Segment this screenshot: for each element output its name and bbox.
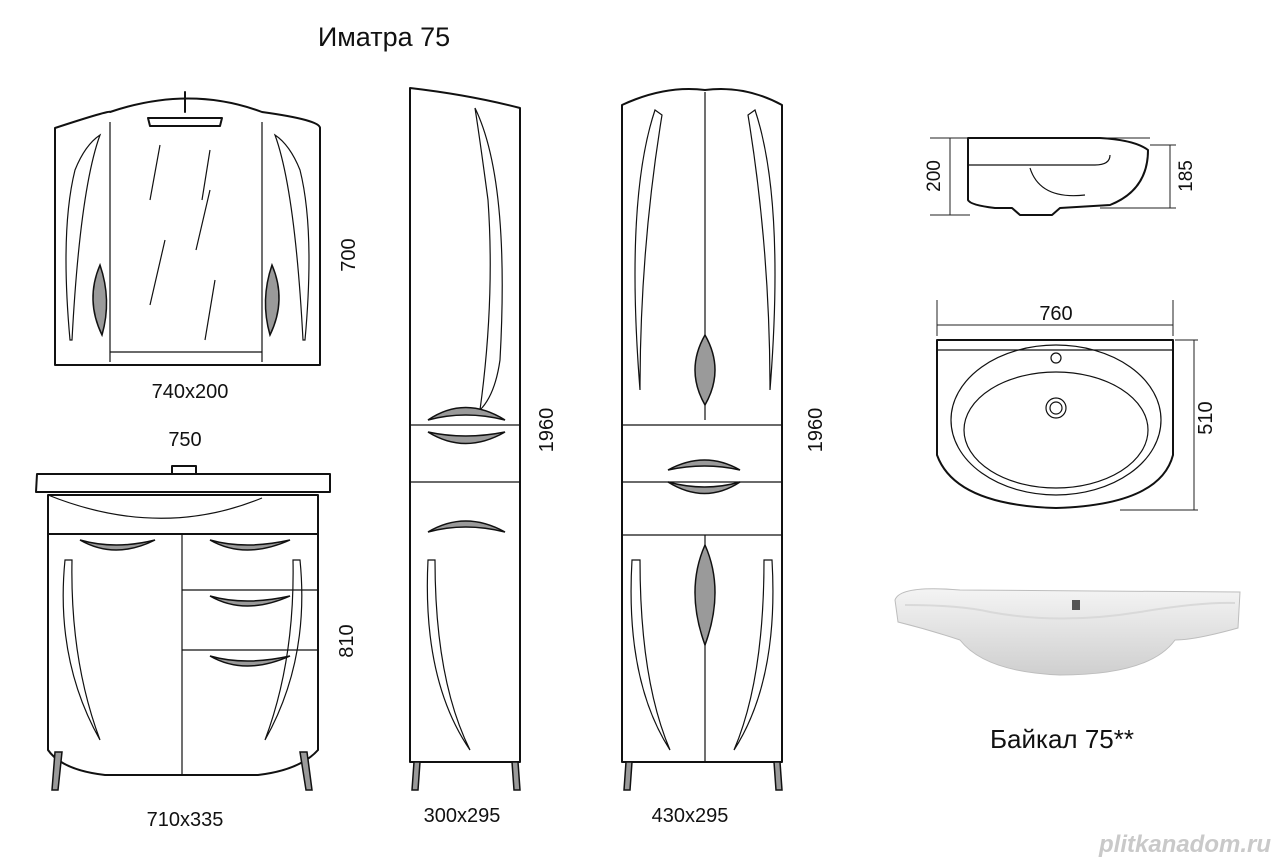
drain-icon <box>1045 397 1067 419</box>
wide-column-size-label: 430x295 <box>652 805 729 827</box>
faucet-hole-icon <box>1050 352 1062 364</box>
base-size-label: 710x335 <box>147 809 224 831</box>
narrow-column-height-label: 1960 <box>536 408 558 453</box>
basin-model-name: Байкал 75** <box>990 724 1134 754</box>
mirror-lamp-icon <box>147 91 223 127</box>
mirror-size-label: 740x200 <box>152 381 229 403</box>
wide-column-drawing <box>621 88 783 791</box>
wide-column-height-label: 1960 <box>805 408 827 453</box>
basin-side-view <box>930 137 1176 216</box>
narrow-column-drawing <box>409 87 521 791</box>
basin-photo <box>894 588 1241 676</box>
base-cabinet-drawing <box>35 465 331 791</box>
base-height-label: 810 <box>336 624 358 657</box>
basin-top-view <box>936 300 1198 511</box>
basin-side-right-height-label: 185 <box>1176 160 1197 192</box>
faucet-hole-icon <box>1072 600 1080 610</box>
page-title: Иматра 75 <box>318 22 450 52</box>
mirror-cabinet-drawing <box>54 91 321 366</box>
watermark: plitkanadom.ru <box>1098 831 1271 858</box>
narrow-column-size-label: 300x295 <box>424 805 501 827</box>
basin-width-label: 760 <box>1039 303 1072 325</box>
base-width-label: 750 <box>168 429 201 451</box>
basin-depth-label: 510 <box>1195 401 1217 434</box>
basin-side-left-height-label: 200 <box>924 160 945 192</box>
mirror-height-label: 700 <box>338 238 360 271</box>
